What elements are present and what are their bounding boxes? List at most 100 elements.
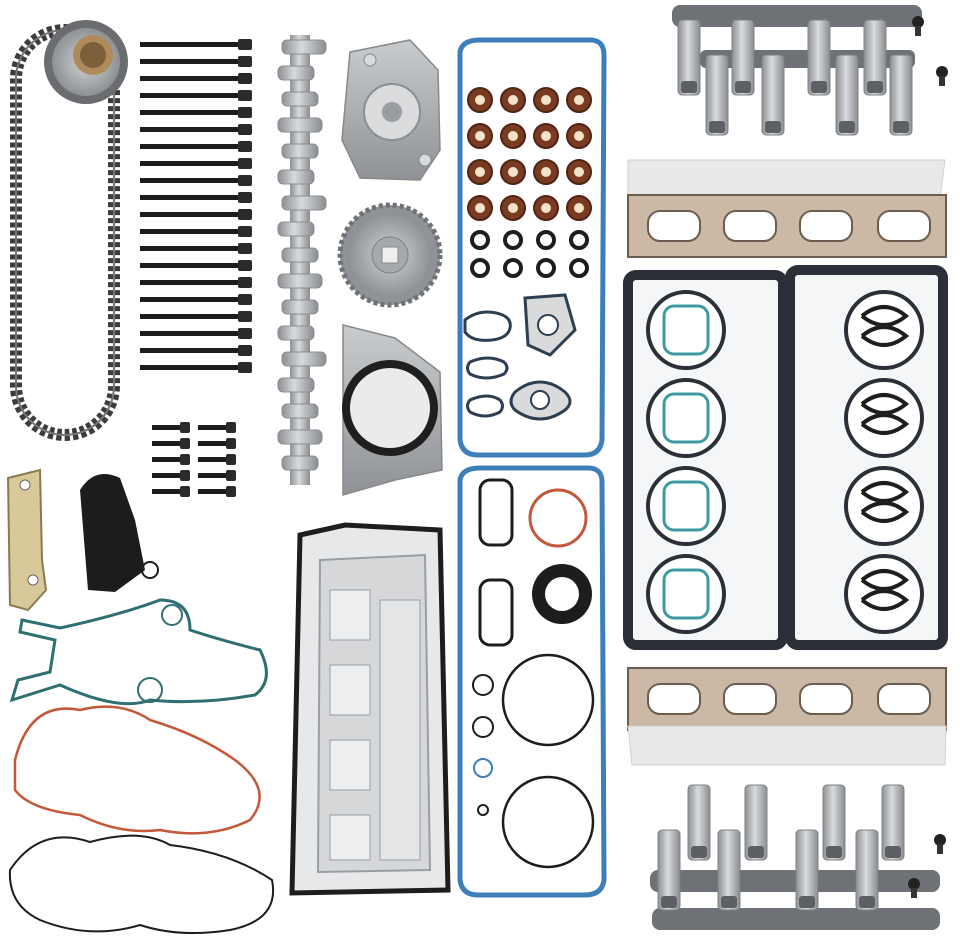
cylinder-bore — [646, 378, 726, 458]
short-bolt — [152, 438, 190, 449]
valve-keeper-ring — [470, 230, 490, 250]
cam-sprocket — [44, 20, 128, 104]
short-bolt — [152, 422, 190, 433]
cylinder-bore — [844, 554, 924, 634]
short-bolt — [198, 438, 236, 449]
o-rings — [472, 653, 595, 869]
exhaust-port — [799, 210, 853, 242]
head-bolt — [140, 345, 252, 356]
lifter — [717, 829, 741, 911]
lifter — [677, 19, 701, 96]
cam-lobe — [281, 143, 319, 159]
cylinder-bore — [844, 290, 924, 370]
head-bolt — [140, 158, 252, 169]
head-bolt — [140, 124, 252, 135]
valve-keeper-ring — [470, 258, 490, 278]
short-bolt — [198, 486, 236, 497]
rear-main-seal-housing — [342, 324, 443, 496]
short-bolt — [198, 454, 236, 465]
short-bolt — [152, 486, 190, 497]
head-bolt — [140, 311, 252, 322]
valve-cover-gasket-lower — [457, 465, 607, 898]
valve-stem-seals — [467, 87, 592, 278]
valve-keeper-ring — [503, 258, 523, 278]
short-bolt — [152, 454, 190, 465]
cam-lobe — [281, 299, 319, 315]
thermostat-gaskets — [478, 478, 514, 647]
cam-lobe — [281, 39, 327, 55]
head-bolt — [140, 90, 252, 101]
cam-lobe — [281, 403, 319, 419]
cam-lobe — [281, 247, 319, 263]
lifter — [835, 54, 859, 136]
exhaust-manifold-gasket-lower — [627, 667, 947, 766]
front-seal — [528, 488, 592, 624]
small-gaskets — [463, 293, 577, 421]
head-bolt — [140, 226, 252, 237]
cam-lobe — [277, 65, 315, 81]
head-bolt — [140, 243, 252, 254]
timing-cover-gasket-orange — [13, 705, 261, 835]
cam-lobe — [281, 351, 327, 367]
oil-pump — [341, 39, 441, 181]
cam-lobe — [277, 273, 323, 289]
cylinder-bore — [844, 466, 924, 546]
exhaust-manifold-gasket-upper — [627, 159, 947, 258]
head-bolt — [140, 192, 252, 203]
lifter — [889, 54, 913, 136]
short-bolt — [152, 470, 190, 481]
short-bolts — [152, 422, 236, 497]
valve-keeper-ring — [569, 258, 589, 278]
lifter — [657, 829, 681, 911]
head-bolt — [140, 73, 252, 84]
lifter — [761, 54, 785, 136]
lifter — [881, 784, 905, 861]
head-bolt — [140, 294, 252, 305]
exhaust-port — [877, 683, 931, 715]
valve-keeper-ring — [503, 230, 523, 250]
head-bolt — [140, 39, 252, 50]
cylinder-bore — [844, 378, 924, 458]
valve-keeper-ring — [569, 230, 589, 250]
head-bolt — [140, 141, 252, 152]
cylinder-bore — [646, 290, 726, 370]
lifter-assembly-top — [672, 5, 922, 136]
cam-lobe — [277, 169, 315, 185]
head-bolts — [140, 39, 252, 373]
cam-lobe — [281, 455, 319, 471]
head-bolt — [140, 209, 252, 220]
lifter — [822, 784, 846, 861]
timing-cover-gasket-black — [8, 834, 275, 935]
short-bolt — [198, 422, 236, 433]
exhaust-port — [723, 683, 777, 715]
head-bolt — [140, 175, 252, 186]
timing-cover-gasket-teal — [9, 598, 268, 706]
cam-lobe — [277, 377, 315, 393]
cam-lobe — [277, 325, 315, 341]
cam-lobe — [281, 91, 319, 107]
valve-keeper-ring — [536, 258, 556, 278]
hardware-bolts — [908, 16, 948, 898]
lifter — [744, 784, 768, 861]
lifter — [795, 829, 819, 911]
exhaust-port — [723, 210, 777, 242]
cam-lobe — [281, 195, 327, 211]
timing-chain-tensioner — [80, 474, 159, 592]
cam-lobe — [277, 429, 323, 445]
valve-cover-gasket-upper — [457, 37, 607, 458]
lifter — [863, 19, 887, 96]
exhaust-port — [877, 210, 931, 242]
cam-lobe — [277, 117, 323, 133]
lifter — [855, 829, 879, 911]
lifter — [807, 19, 831, 96]
lifter — [731, 19, 755, 96]
head-bolt — [140, 277, 252, 288]
cam-lobe — [277, 221, 315, 237]
timing-chain-guide — [6, 468, 48, 612]
cylinder-bore — [646, 554, 726, 634]
exhaust-port — [799, 683, 853, 715]
camshaft — [277, 35, 327, 485]
oil-pan-gasket — [289, 522, 451, 896]
